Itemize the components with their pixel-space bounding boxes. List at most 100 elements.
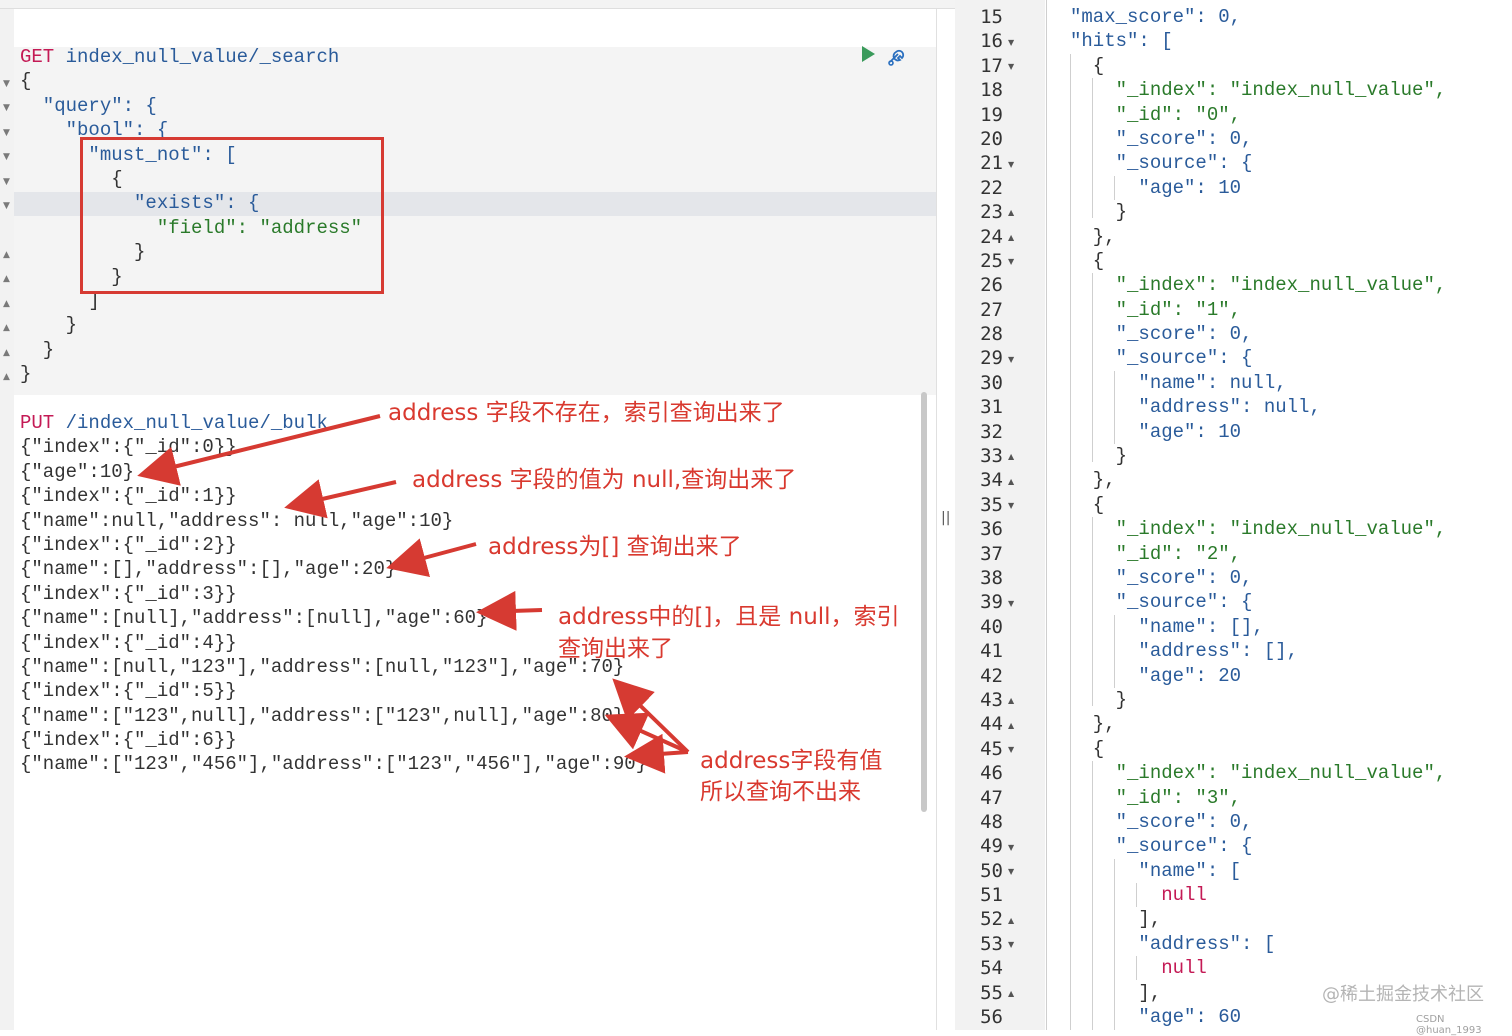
indent-guide (1114, 615, 1115, 688)
fold-toggle-icon[interactable]: ▲ (1008, 208, 1015, 217)
code-line: "query": { (20, 94, 157, 117)
line-number: 53 (980, 932, 1003, 955)
response-line: null (1070, 884, 1207, 907)
fold-toggle-icon[interactable]: ▼ (1008, 257, 1015, 266)
fold-toggle-icon[interactable]: ▲ (3, 372, 10, 382)
line-number: 45 (980, 737, 1003, 760)
http-method: GET (20, 46, 55, 68)
response-line: { (1070, 493, 1105, 516)
response-line: "_source": { (1070, 347, 1253, 370)
response-line: { (1070, 249, 1105, 272)
code-line: } (20, 241, 146, 264)
request-path: /index_null_value/_bulk (65, 412, 328, 434)
indent-guide (1114, 859, 1115, 1030)
response-line: "address": [], (1070, 640, 1299, 663)
fold-toggle-icon[interactable]: ▲ (3, 299, 10, 309)
response-line: }, (1070, 713, 1116, 736)
fold-toggle-icon[interactable]: ▼ (1008, 843, 1015, 852)
code-line: {"name":["123","456"],"address":["123","… (20, 753, 648, 776)
fold-toggle-icon[interactable]: ▲ (1008, 916, 1015, 925)
line-number: 41 (980, 640, 1003, 663)
response-line: "_score": 0, (1070, 566, 1253, 589)
fold-toggle-icon[interactable]: ▲ (1008, 696, 1015, 705)
line-number: 29 (980, 347, 1003, 370)
line-number: 34 (980, 469, 1003, 492)
annotation-label: 所以查询不出来 (700, 779, 861, 805)
code-line: {"name":[],"address":[],"age":20} (20, 558, 397, 581)
indent-guide (1092, 761, 1093, 1030)
editor-scrollbar[interactable] (921, 392, 927, 812)
code-line: "must_not": [ (20, 143, 237, 166)
fold-toggle-icon[interactable]: ▼ (1008, 160, 1015, 169)
bulk-code[interactable]: PUT /index_null_value/_bulk{"index":{"_i… (20, 411, 647, 777)
response-line: "_score": 0, (1070, 127, 1253, 150)
fold-toggle-icon[interactable]: ▲ (3, 250, 10, 260)
code-line: {"name":["123",null],"address":["123",nu… (20, 704, 625, 727)
line-number: 37 (980, 542, 1003, 565)
fold-toggle-icon[interactable]: ▲ (1008, 989, 1015, 998)
response-code[interactable]: "max_score": 0,"hits": [ { "_index": "in… (1070, 5, 1446, 1029)
code-line: "field": "address" (20, 216, 363, 239)
line-number: 24 (980, 225, 1003, 248)
response-line: null (1070, 957, 1207, 980)
response-line: ], (1070, 981, 1162, 1004)
fold-toggle-icon[interactable]: ▼ (1008, 940, 1015, 949)
response-gutter (955, 0, 1045, 1030)
fold-toggle-icon[interactable]: ▼ (1008, 38, 1015, 47)
fold-toggle-icon[interactable]: ▼ (1008, 867, 1015, 876)
code-line: } (20, 314, 78, 337)
fold-toggle-icon[interactable]: ▲ (3, 274, 10, 284)
play-icon[interactable] (862, 46, 875, 62)
fold-toggle-icon[interactable]: ▼ (3, 152, 10, 162)
fold-toggle-icon[interactable]: ▼ (1008, 62, 1015, 71)
fold-toggle-icon[interactable]: ▲ (1008, 452, 1015, 461)
line-number: 33 (980, 445, 1003, 468)
fold-toggle-icon[interactable]: ▲ (1008, 721, 1015, 730)
fold-toggle-icon[interactable]: ▲ (1008, 233, 1015, 242)
line-number: 22 (980, 176, 1003, 199)
editor-gutter: ▼ ▼ ▼ ▼ ▼ ▼ ▲ ▲ ▲ ▲ ▲ ▲ (0, 9, 14, 1030)
line-number: 26 (980, 274, 1003, 297)
response-line: ], (1070, 908, 1162, 931)
line-number: 49 (980, 835, 1003, 858)
line-number: 52 (980, 908, 1003, 931)
fold-toggle-icon[interactable]: ▼ (1008, 745, 1015, 754)
response-line: } (1070, 688, 1128, 711)
response-line: "hits": [ (1070, 30, 1173, 53)
line-number: 15 (980, 6, 1003, 28)
response-line: "_index": "index_null_value", (1070, 518, 1447, 541)
query-code[interactable]: GET index_null_value/_search{ "query": {… (20, 45, 362, 386)
response-line: "name": null, (1070, 371, 1287, 394)
code-line: {"index":{"_id":4}} (20, 631, 237, 654)
fold-toggle-icon[interactable]: ▼ (3, 201, 10, 211)
wrench-icon[interactable] (886, 44, 910, 68)
response-viewer[interactable] (955, 0, 1512, 1030)
fold-toggle-icon[interactable]: ▲ (3, 323, 10, 333)
code-line: {"index":{"_id":6}} (20, 729, 237, 752)
response-line: "_source": { (1070, 591, 1253, 614)
indent-guide (1092, 78, 1093, 218)
annotation-label: address中的[]，且是 null，索引 (558, 604, 900, 630)
request-line: GET index_null_value/_search (20, 45, 362, 69)
response-line: "_id": "3", (1070, 786, 1242, 809)
fold-toggle-icon[interactable]: ▼ (3, 79, 10, 89)
fold-toggle-icon[interactable]: ▼ (3, 103, 10, 113)
fold-toggle-icon[interactable]: ▼ (1008, 501, 1015, 510)
code-line: {"age":10} (20, 460, 135, 483)
response-line: "_score": 0, (1070, 810, 1253, 833)
fold-toggle-icon[interactable]: ▼ (1008, 599, 1015, 608)
fold-toggle-icon[interactable]: ▲ (3, 348, 10, 358)
pane-splitter[interactable] (936, 9, 955, 1030)
request-editor[interactable]: ▼ ▼ ▼ ▼ ▼ ▼ ▲ ▲ ▲ ▲ ▲ ▲ (0, 9, 936, 1030)
splitter-handle-icon[interactable]: || (941, 510, 951, 526)
line-number: 19 (980, 103, 1003, 126)
indent-guide (1136, 956, 1137, 980)
line-number: 18 (980, 79, 1003, 102)
response-line: "_index": "index_null_value", (1070, 762, 1447, 785)
line-number: 25 (980, 249, 1003, 272)
fold-toggle-icon[interactable]: ▼ (1008, 355, 1015, 364)
fold-toggle-icon[interactable]: ▲ (1008, 477, 1015, 486)
line-number: 54 (980, 957, 1003, 980)
fold-toggle-icon[interactable]: ▼ (3, 177, 10, 187)
fold-toggle-icon[interactable]: ▼ (3, 128, 10, 138)
